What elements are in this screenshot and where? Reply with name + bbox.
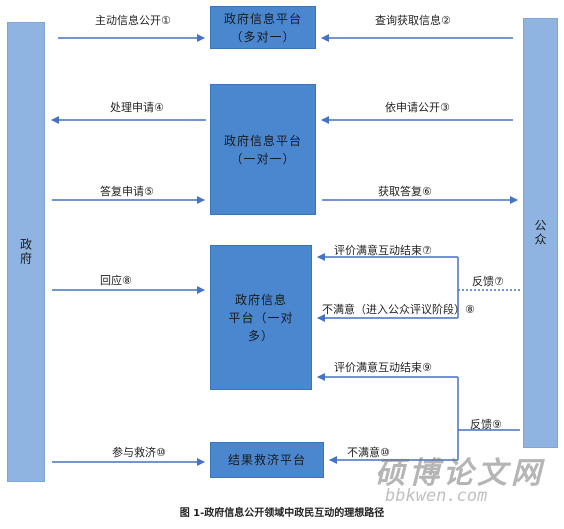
platform-one-to-one: 政府信息平台 （一对一） — [210, 84, 316, 215]
platform-many-to-one-line1: 政府信息平台 — [223, 11, 302, 26]
label-respond-8: 回应⑧ — [100, 274, 132, 287]
government-bar: 政府 — [7, 22, 45, 482]
platform-one-to-one-line2: （一对一） — [230, 151, 296, 166]
label-query-info: 查询获取信息② — [375, 14, 451, 27]
watermark-url: bbkwen.com — [385, 486, 488, 506]
platform-one-to-many-line1: 政府信息 — [234, 292, 287, 307]
label-satisfied-end-7: 评价满意互动结束⑦ — [334, 244, 432, 257]
public-bar: 公众 — [523, 18, 558, 448]
watermark-logo: 硕博论文网 — [375, 456, 545, 491]
remedy-platform-label: 结果救济平台 — [227, 453, 306, 467]
label-handle-request: 处理申请④ — [110, 101, 164, 114]
platform-one-to-many-line3: 多） — [247, 328, 274, 343]
platform-one-to-one-line1: 政府信息平台 — [223, 133, 302, 148]
label-active-disclosure: 主动信息公开① — [95, 14, 171, 27]
label-unsatisfied-10: 不满意⑩ — [347, 446, 390, 459]
label-get-reply: 获取答复⑥ — [378, 185, 432, 198]
public-label: 公众 — [533, 219, 547, 247]
label-satisfied-end-9: 评价满意互动结束⑨ — [334, 361, 432, 374]
platform-many-to-one-line2: （多对一） — [230, 29, 296, 44]
label-reply-request: 答复申请⑤ — [100, 185, 154, 198]
label-disclosure-on-request: 依申请公开③ — [385, 101, 450, 114]
platform-one-to-many: 政府信息 平台（一对 多） — [210, 245, 312, 390]
figure-caption: 图 1-政府信息公开领域中政民互动的理想路径 — [179, 508, 385, 519]
platform-many-to-one: 政府信息平台 （多对一） — [210, 6, 316, 49]
label-unsatisfied-8: 不满意（进入公众评议阶段）⑧ — [322, 303, 475, 316]
platform-one-to-many-line2: 平台（一对 — [228, 310, 294, 325]
remedy-platform: 结果救济平台 — [210, 442, 324, 478]
label-feedback-7: 反馈⑦ — [472, 275, 504, 288]
label-participate-remedy: 参与救济⑩ — [112, 446, 166, 459]
label-feedback-9: 反馈⑨ — [470, 418, 502, 431]
government-label: 政府 — [18, 238, 33, 266]
